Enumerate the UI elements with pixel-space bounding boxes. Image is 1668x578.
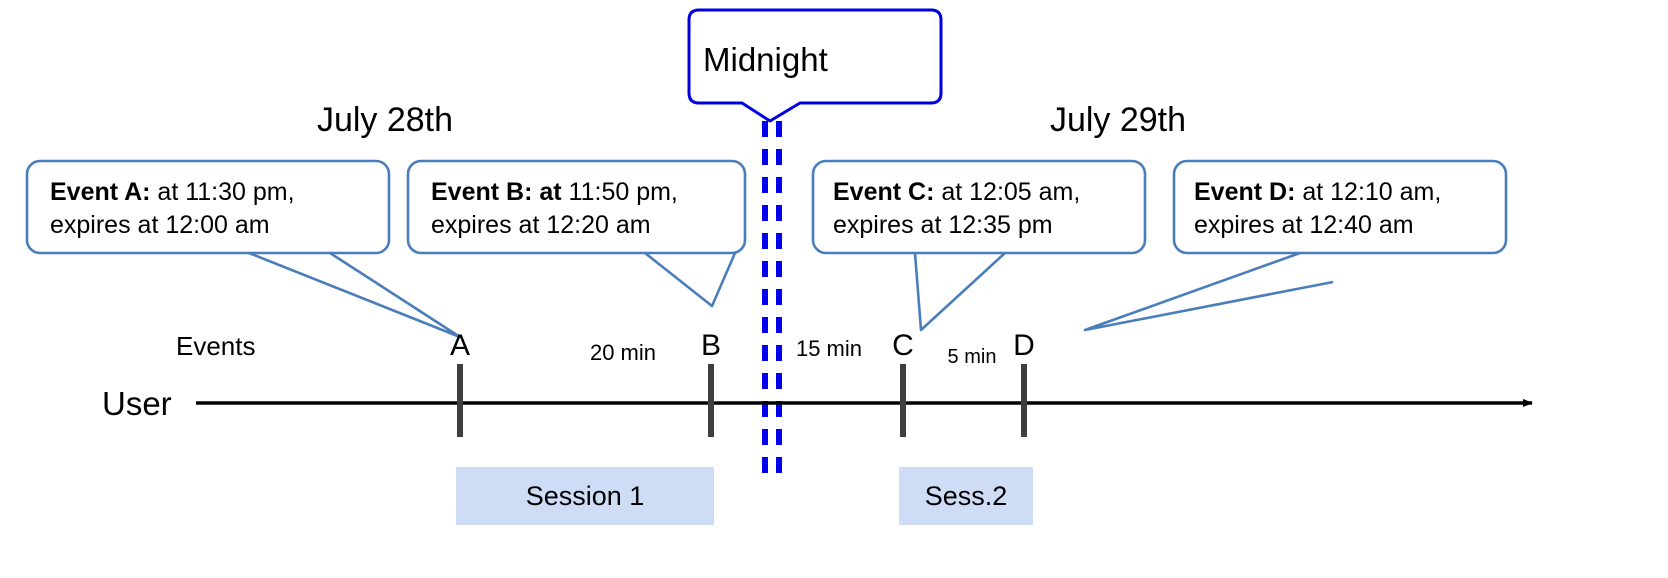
event-a-line1-rest: at 11:30 pm,	[150, 178, 295, 206]
event-callout-text-b: Event B: at 11:50 pm, expires at 12:20 a…	[431, 176, 678, 242]
event-callout-text-d: Event D: at 12:10 am, expires at 12:40 a…	[1194, 176, 1441, 242]
event-d-line1-rest: at 12:10 am,	[1295, 178, 1442, 206]
interval-label-a-to-b: 20 min	[589, 340, 657, 365]
event-callout-box-d	[1172, 159, 1508, 255]
event-callout-text-a: Event A: at 11:30 pm, expires at 12:00 a…	[50, 176, 295, 242]
event-callout-box-c	[811, 159, 1147, 255]
event-a-line2: expires at 12:00 am	[50, 211, 270, 239]
session-label-1: Session 1	[525, 480, 645, 511]
interval-label-c-to-d: 5 min	[947, 346, 997, 368]
midnight-callout-shape	[687, 8, 943, 123]
events-lane-label: Events	[176, 331, 256, 361]
midnight-label: Midnight	[703, 41, 828, 78]
event-callout-tail-d	[1083, 251, 1334, 332]
event-callout-text-c: Event C: at 12:05 am, expires at 12:35 p…	[833, 176, 1080, 242]
event-a-bold: Event A:	[50, 178, 151, 206]
marker-label-d: D	[1013, 329, 1035, 362]
session-label-2: Sess.2	[924, 480, 1008, 511]
user-axis-label: User	[102, 385, 172, 422]
event-c-line2: expires at 12:35 pm	[833, 211, 1053, 239]
event-callout-box-a	[25, 159, 391, 255]
marker-label-b: B	[700, 329, 721, 362]
interval-label-b-to-c: 15 min	[795, 336, 863, 361]
event-callout-tail-c	[913, 252, 1006, 332]
marker-label-c: C	[892, 329, 914, 362]
session-box-2: Sess.2	[899, 467, 1033, 525]
event-d-line2: expires at 12:40 am	[1194, 211, 1414, 239]
day-label-july-29: July 29th	[1049, 101, 1187, 139]
event-b-bold: Event B: at	[431, 178, 562, 206]
event-callout-tail-b	[644, 251, 737, 308]
event-b-line1-rest: 11:50 pm,	[561, 178, 678, 206]
event-c-bold: Event C:	[833, 178, 935, 206]
event-callout-box-b	[406, 159, 747, 255]
event-callout-tail-a	[248, 251, 462, 339]
event-b-line2: expires at 12:20 am	[431, 211, 651, 239]
marker-label-a: A	[449, 329, 470, 362]
event-d-bold: Event D:	[1194, 178, 1296, 206]
day-label-july-28: July 28th	[316, 101, 454, 139]
event-c-line1-rest: at 12:05 am,	[934, 178, 1081, 206]
session-box-1: Session 1	[456, 467, 714, 525]
